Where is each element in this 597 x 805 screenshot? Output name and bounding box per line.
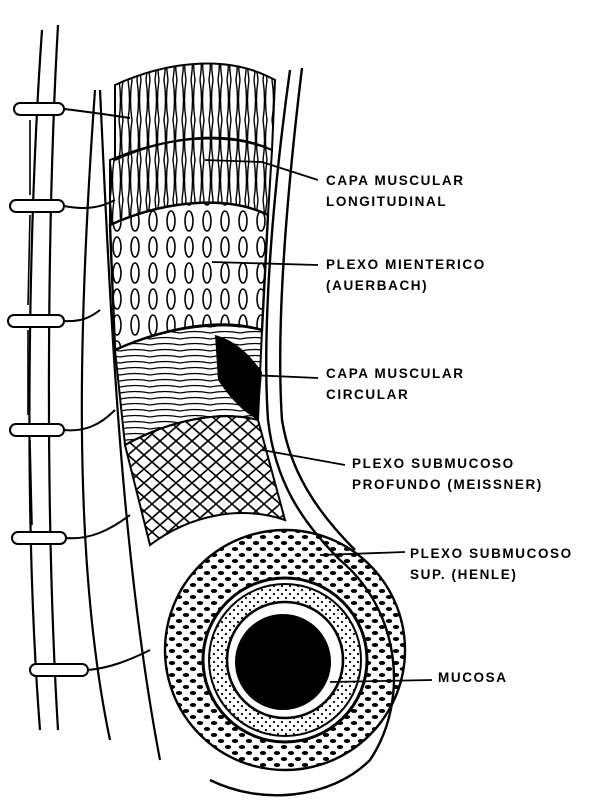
- label-plexo-mienterico: PLEXO MIENTERICO (AUERBACH): [326, 254, 486, 296]
- label-line: PLEXO MIENTERICO: [326, 254, 486, 275]
- label-line: CAPA MUSCULAR: [326, 363, 465, 384]
- label-line: CAPA MUSCULAR: [326, 170, 465, 191]
- label-line: LONGITUDINAL: [326, 191, 465, 212]
- lumen-dark: [235, 614, 331, 710]
- label-capa-muscular-circular: CAPA MUSCULAR CIRCULAR: [326, 363, 465, 405]
- label-line: MUCOSA: [438, 667, 508, 688]
- label-plexo-submucoso-profundo: PLEXO SUBMUCOSO PROFUNDO (MEISSNER): [352, 453, 543, 495]
- label-line: CIRCULAR: [326, 384, 465, 405]
- label-line: PLEXO SUBMUCOSO: [352, 453, 543, 474]
- label-capa-muscular-longitudinal: CAPA MUSCULAR LONGITUDINAL: [326, 170, 465, 212]
- label-plexo-submucoso-sup: PLEXO SUBMUCOSO SUP. (HENLE): [410, 543, 573, 585]
- label-line: (AUERBACH): [326, 275, 486, 296]
- label-line: PLEXO SUBMUCOSO: [410, 543, 573, 564]
- label-line: SUP. (HENLE): [410, 564, 573, 585]
- deep-submucous-plexus-layer: [125, 416, 285, 545]
- label-mucosa: MUCOSA: [438, 667, 508, 688]
- label-line: PROFUNDO (MEISSNER): [352, 474, 543, 495]
